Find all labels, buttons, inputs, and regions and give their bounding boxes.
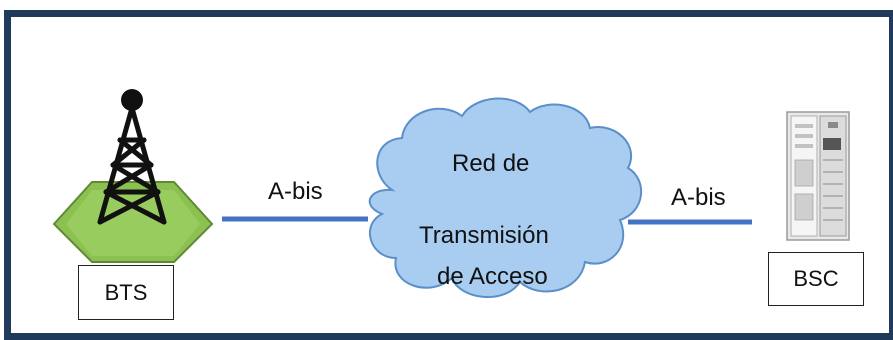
cloud-label-line3: de Acceso [437,263,548,290]
bts-label: BTS [104,279,148,305]
link-label-left: A-bis [268,178,323,205]
cloud-label-line2: Transmisión [419,222,549,249]
bsc-label-box: BSC [768,252,864,306]
bts-base-platform [52,181,214,263]
network-cloud [368,97,643,298]
bsc-label: BSC [793,266,839,291]
diagram-graphics [52,89,850,298]
cloud-label-line1: Red de [452,150,530,177]
diagram-canvas: BTS BSC A-bis A-bis Red de Transmisión d… [4,10,893,340]
antenna-tower-icon [97,89,167,225]
bts-label-box: BTS [78,265,174,320]
server-rack-icon [786,111,850,241]
link-label-right: A-bis [671,184,726,211]
